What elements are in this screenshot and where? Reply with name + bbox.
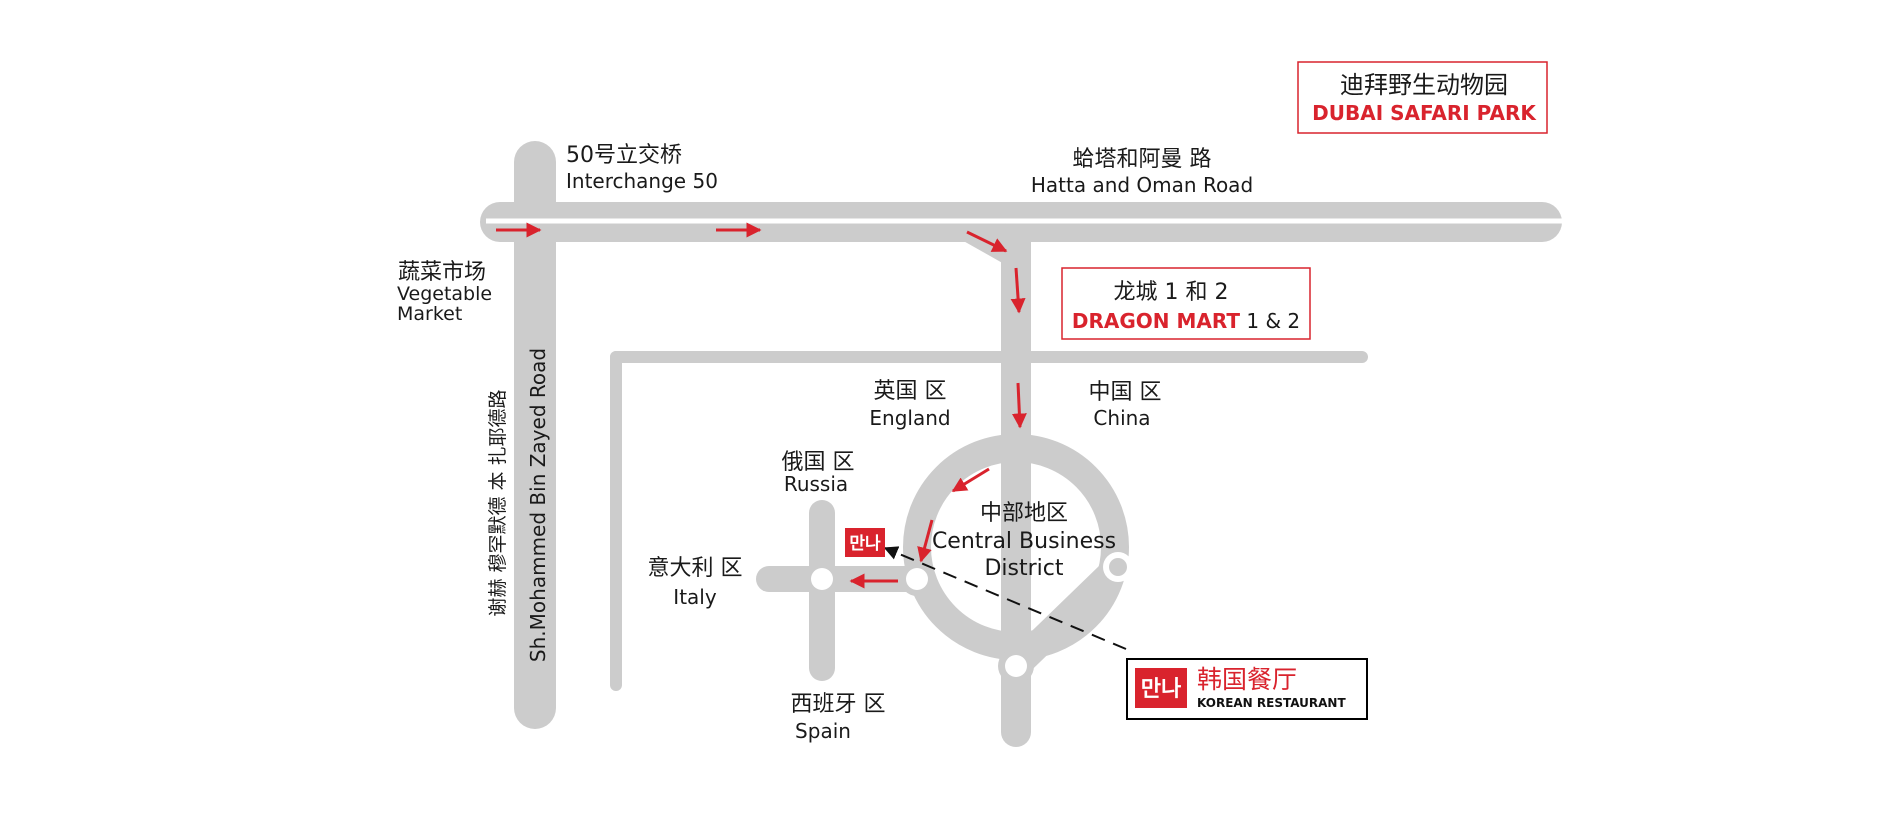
route-arrows	[496, 222, 1027, 589]
safari-park-label-en: DUBAI SAFARI PARK	[1312, 101, 1537, 125]
restaurant-pointer-line	[883, 546, 1127, 650]
dragon-mart-name: DRAGON MART	[1072, 309, 1240, 333]
restaurant-pin-logo-bg	[845, 528, 885, 557]
korean-restaurant-legend: 만나 韩国餐厅 KOREAN RESTAURANT	[1126, 658, 1368, 720]
route-arrow	[966, 230, 1008, 253]
china-label-en: China	[1093, 406, 1150, 430]
restaurant-location-marker: 만나	[845, 528, 885, 557]
vegetable-market-label-en-2: Market	[397, 303, 462, 325]
cbd-label-en-2: District	[984, 556, 1063, 581]
cbd-ring-road	[903, 434, 1129, 660]
hatta-road-label-cn: 蛤塔和阿曼 路	[1073, 147, 1212, 172]
vegetable-market-label-cn: 蔬菜市场	[398, 260, 486, 285]
interchange-label-en: Interchange 50	[566, 169, 718, 193]
spain-label-cn: 西班牙 区	[791, 692, 886, 717]
restaurant-logo-bg	[1135, 668, 1187, 708]
russia-label-cn: 俄国 区	[782, 450, 855, 475]
interchange-circle	[811, 568, 833, 590]
cbd-label-en-1: Central Business	[932, 529, 1116, 554]
interchange-label-cn: 50号立交桥	[566, 143, 682, 168]
map-labels: 50号立交桥 Interchange 50 蛤塔和阿曼 路 Hatta and …	[397, 143, 1253, 743]
vegetable-market-label-en-1: Vegetable	[397, 283, 492, 305]
route-arrow	[917, 519, 934, 563]
route-arrow	[1010, 267, 1026, 314]
interchange-circle	[1109, 558, 1127, 576]
restaurant-name-cn: 韩国餐厅	[1197, 665, 1297, 694]
russia-label-en: Russia	[784, 472, 848, 496]
restaurant-pin-logo: 만나	[849, 534, 881, 554]
dragon-mart-label-cn: 龙城 1 和 2	[1114, 280, 1229, 305]
italy-label-cn: 意大利 区	[648, 556, 743, 581]
zayed-road-label-en: Sh.Mohammed Bin Zayed Road	[526, 348, 550, 662]
dubai-safari-park-box: 迪拜野生动物园 DUBAI SAFARI PARK	[1297, 61, 1548, 134]
route-arrow	[951, 467, 990, 493]
dragon-mart-box: 龙城 1 和 2 DRAGON MART 1 & 2	[1061, 267, 1311, 340]
england-label-cn: 英国 区	[874, 379, 947, 404]
roads	[480, 141, 1562, 747]
dragon-mart-label-en: DRAGON MART 1 & 2	[1072, 309, 1300, 333]
spain-label-en: Spain	[795, 719, 851, 743]
restaurant-name-en: KOREAN RESTAURANT	[1197, 696, 1346, 710]
interchanges	[805, 552, 1133, 684]
route-arrow	[1011, 382, 1027, 429]
italy-label-en: Italy	[673, 585, 717, 609]
dragon-mart-number: 1 & 2	[1240, 309, 1300, 333]
cbd-label-cn: 中部地区	[980, 501, 1068, 526]
safari-box-border	[1297, 61, 1548, 134]
interchange-circle	[906, 568, 928, 590]
hatta-road-label-en: Hatta and Oman Road	[1031, 173, 1253, 197]
zayed-road-label-cn: 谢赫 穆罕默德 本 扎耶德路	[487, 389, 509, 616]
restaurant-logo: 만나	[1141, 677, 1181, 702]
interchange-circle	[1005, 655, 1027, 677]
safari-park-label-cn: 迪拜野生动物园	[1340, 71, 1508, 99]
china-label-cn: 中国 区	[1089, 380, 1162, 405]
dragon-box-border	[1061, 267, 1311, 340]
ring-diagonal-road	[1008, 553, 1132, 674]
england-label-en: England	[869, 406, 950, 430]
